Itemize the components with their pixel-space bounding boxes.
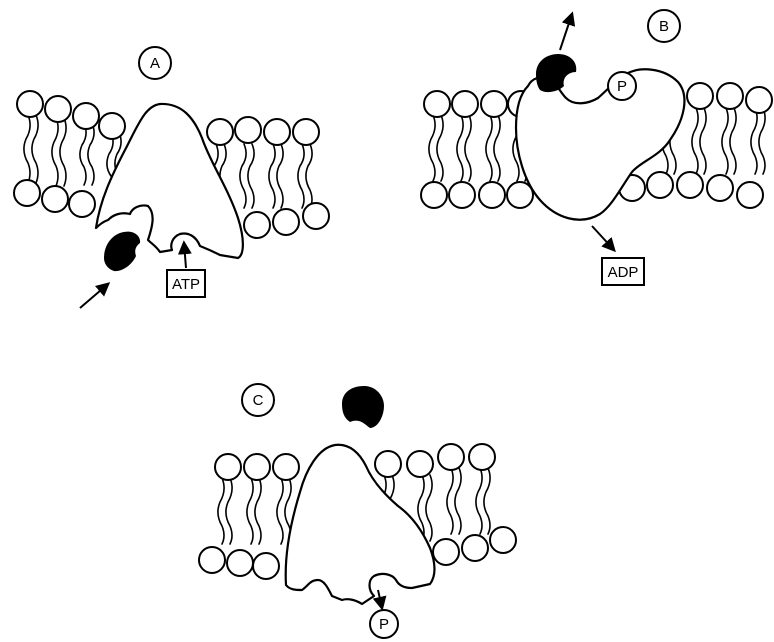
phosphate-b-label: P [617, 78, 627, 95]
adp-release-arrow [591, 225, 616, 253]
panel-c-badge [241, 383, 275, 417]
ion-entry-arrow [79, 282, 111, 309]
membrane-right-b [618, 82, 773, 209]
membrane-left-c [198, 453, 300, 580]
membrane-right-a [206, 116, 330, 239]
phosphate-c-badge [369, 609, 399, 639]
panel-b: P ADP B [420, 9, 773, 286]
atp-label: ATP [172, 276, 200, 293]
phosphate-c-label: P [379, 616, 389, 633]
ion-a [104, 231, 141, 272]
pump-protein-b [514, 68, 686, 221]
atp-binding-arrow [177, 240, 192, 269]
adp-label: ADP [608, 264, 639, 281]
membrane-left-a [13, 90, 126, 218]
panel-b-badge [647, 9, 681, 43]
phosphate-release-arrow [372, 589, 387, 611]
ion-exit-arrow [559, 11, 576, 51]
panel-b-label: B [659, 18, 669, 35]
pump-protein-c [284, 443, 436, 606]
panel-c: P C [198, 383, 517, 639]
panel-c-label: C [253, 392, 264, 409]
phosphate-b-badge [607, 71, 637, 101]
panel-a: ATP A [13, 46, 330, 309]
adp-box [601, 257, 645, 286]
atp-box [166, 269, 206, 298]
ion-c [342, 386, 384, 428]
pump-protein-a [94, 102, 244, 260]
panel-a-badge [138, 46, 172, 80]
panel-a-label: A [150, 55, 160, 72]
ion-b [536, 54, 577, 93]
